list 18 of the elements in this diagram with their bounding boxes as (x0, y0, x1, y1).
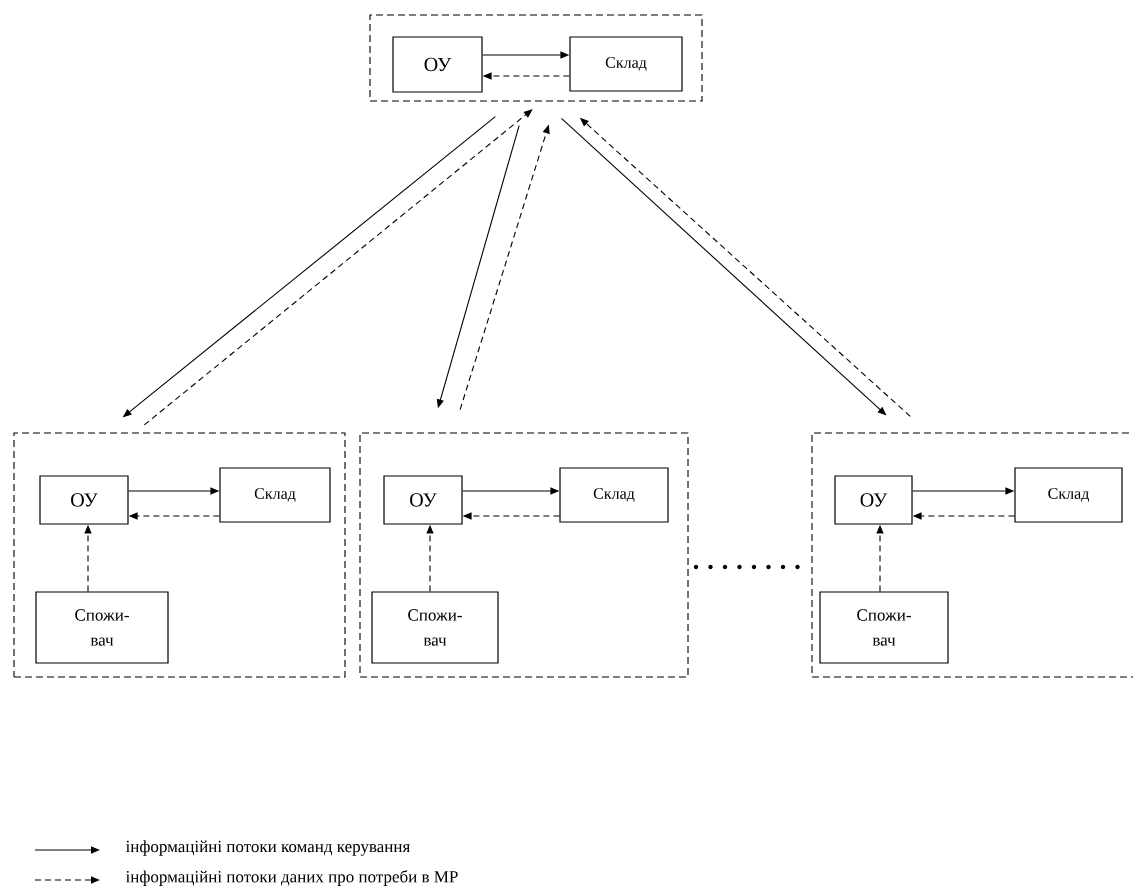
group-frame (359, 432, 689, 678)
process-box: Склад (559, 467, 669, 523)
process-box: Склад (219, 467, 331, 523)
process-box: Склад (569, 36, 683, 92)
group-frame (13, 432, 346, 678)
legend-text: інформаційні потоки даних про потреби в МР (125, 870, 458, 886)
process-box: ОУ (392, 36, 483, 93)
process-box: Спожи- вач (819, 591, 949, 664)
process-box: Склад (1014, 467, 1123, 523)
arrow (143, 109, 533, 426)
process-box: ОУ (39, 475, 129, 525)
legend-text: інформаційні потоки команд керування (125, 840, 410, 856)
group-frame (369, 14, 703, 102)
process-box: ОУ (834, 475, 913, 525)
group-frame (811, 432, 1133, 678)
process-box: Спожи- вач (371, 591, 499, 664)
process-box: ОУ (383, 475, 463, 525)
process-box: Спожи- вач (35, 591, 169, 664)
